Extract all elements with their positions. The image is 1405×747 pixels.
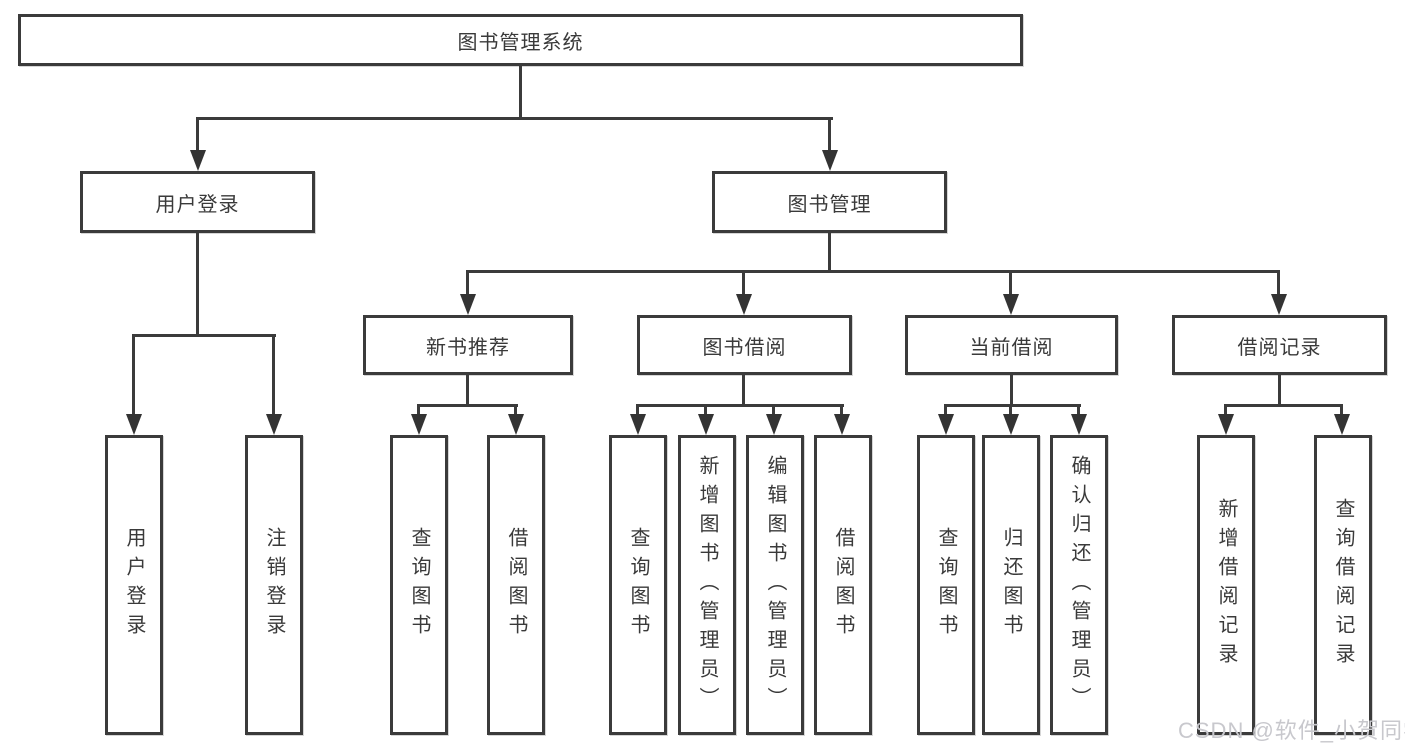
connector-drop-book-management	[828, 117, 831, 153]
arrowhead-return-book-icon	[1003, 414, 1019, 435]
connector-borrow-records-stem	[1278, 375, 1281, 406]
node-user-login-label: 用户登录	[155, 193, 240, 216]
leaf-user-login-label: 用户登录	[123, 527, 145, 643]
node-root-label: 图书管理系统	[457, 31, 584, 54]
arrowhead-new-book-recommend-icon	[460, 294, 476, 315]
arrowhead-current-borrow-icon	[1003, 294, 1019, 315]
connector-drop-new-book-recommend	[466, 270, 469, 296]
connector-drop-leaf-logout	[272, 334, 275, 416]
leaf-edit-book-admin-label: 编辑图书（管理员）	[764, 454, 786, 716]
leaf-query-book-3-label: 查询图书	[935, 527, 957, 643]
arrowhead-book-management-icon	[822, 150, 838, 171]
connector-drop-borrow-book-1	[514, 404, 517, 417]
node-current-borrow: 当前借阅	[905, 315, 1118, 375]
leaf-return-book: 归还图书	[982, 435, 1040, 735]
leaf-borrow-book-2-label: 借阅图书	[832, 527, 854, 643]
node-new-book-recommend-label: 新书推荐	[426, 336, 510, 359]
leaf-return-book-label: 归还图书	[1000, 527, 1022, 643]
node-borrow-records-label: 借阅记录	[1237, 336, 1322, 359]
connector-drop-return-book	[1009, 404, 1012, 417]
node-borrow-records: 借阅记录	[1172, 315, 1387, 375]
connector-book-management-rail	[466, 270, 1280, 273]
leaf-borrow-book-1-label: 借阅图书	[505, 527, 527, 643]
node-user-login: 用户登录	[80, 171, 315, 233]
arrowhead-add-record-icon	[1218, 414, 1234, 435]
leaf-logout: 注销登录	[245, 435, 303, 735]
connector-drop-query-book-3	[944, 404, 947, 417]
leaf-borrow-book-2: 借阅图书	[814, 435, 872, 735]
leaf-query-book-1-label: 查询图书	[408, 527, 430, 643]
arrowhead-query-record-icon	[1334, 414, 1350, 435]
leaf-logout-label: 注销登录	[263, 527, 285, 643]
leaf-query-book-3: 查询图书	[917, 435, 975, 735]
arrowhead-query-book-2-icon	[630, 414, 646, 435]
arrowhead-user-login-icon	[190, 150, 206, 171]
arrowhead-query-book-3-icon	[938, 414, 954, 435]
connector-drop-add-record	[1224, 404, 1227, 417]
leaf-user-login: 用户登录	[105, 435, 163, 735]
arrowhead-leaf-logout-icon	[266, 414, 282, 435]
connector-drop-query-record	[1340, 404, 1343, 417]
leaf-query-borrow-record-label: 查询借阅记录	[1332, 498, 1354, 672]
connector-drop-add-book	[704, 404, 707, 417]
node-new-book-recommend: 新书推荐	[363, 315, 573, 375]
connector-drop-current-borrow	[1009, 270, 1012, 296]
connector-book-management-stem	[828, 233, 831, 272]
arrowhead-edit-book-icon	[766, 414, 782, 435]
leaf-add-borrow-record: 新增借阅记录	[1197, 435, 1255, 735]
arrowhead-book-borrow-icon	[736, 294, 752, 315]
arrowhead-query-book-1-icon	[411, 414, 427, 435]
arrowhead-borrow-book-2-icon	[834, 414, 850, 435]
csdn-watermark: CSDN @软件_小贺同学	[1178, 718, 1405, 743]
connector-root-stem	[519, 66, 522, 119]
leaf-confirm-return-admin-label: 确认归还（管理员）	[1068, 454, 1090, 716]
connector-current-borrow-stem	[1010, 375, 1013, 406]
leaf-borrow-book-1: 借阅图书	[487, 435, 545, 735]
connector-drop-borrow-records	[1277, 270, 1280, 296]
arrowhead-leaf-user-login-icon	[126, 414, 142, 435]
arrowhead-add-book-icon	[698, 414, 714, 435]
node-book-management-label: 图书管理	[787, 193, 872, 216]
leaf-add-borrow-record-label: 新增借阅记录	[1215, 498, 1237, 672]
connector-borrow-records-rail	[1224, 404, 1343, 407]
connector-drop-user-login	[196, 117, 199, 153]
connector-drop-query-book-1	[417, 404, 420, 417]
connector-user-login-rail	[132, 334, 276, 337]
connector-drop-leaf-user-login	[132, 334, 135, 416]
connector-drop-book-borrow	[742, 270, 745, 296]
connector-new-book-recommend-rail	[417, 404, 518, 407]
connector-new-book-recommend-stem	[466, 375, 469, 406]
node-book-borrow-label: 图书借阅	[702, 336, 787, 359]
node-current-borrow-label: 当前借阅	[969, 336, 1054, 359]
connector-current-borrow-rail	[944, 404, 1081, 407]
connector-drop-edit-book	[772, 404, 775, 417]
connector-book-borrow-rail	[636, 404, 844, 407]
leaf-add-book-admin-label: 新增图书（管理员）	[696, 454, 718, 716]
connector-drop-query-book-2	[636, 404, 639, 417]
connector-book-borrow-stem	[742, 375, 745, 406]
arrowhead-borrow-records-icon	[1271, 294, 1287, 315]
node-root: 图书管理系统	[18, 14, 1023, 66]
leaf-edit-book-admin: 编辑图书（管理员）	[746, 435, 804, 735]
connector-user-login-stem	[196, 233, 199, 337]
node-book-borrow: 图书借阅	[637, 315, 852, 375]
leaf-add-book-admin: 新增图书（管理员）	[678, 435, 736, 735]
connector-drop-borrow-book-2	[840, 404, 843, 417]
connector-drop-confirm-return	[1077, 404, 1080, 417]
connector-root-rail	[196, 117, 833, 120]
node-book-management: 图书管理	[712, 171, 947, 233]
leaf-query-book-1: 查询图书	[390, 435, 448, 735]
leaf-query-book-2-label: 查询图书	[627, 527, 649, 643]
leaf-query-book-2: 查询图书	[609, 435, 667, 735]
leaf-confirm-return-admin: 确认归还（管理员）	[1050, 435, 1108, 735]
arrowhead-borrow-book-1-icon	[508, 414, 524, 435]
arrowhead-confirm-return-icon	[1071, 414, 1087, 435]
leaf-query-borrow-record: 查询借阅记录	[1314, 435, 1372, 735]
